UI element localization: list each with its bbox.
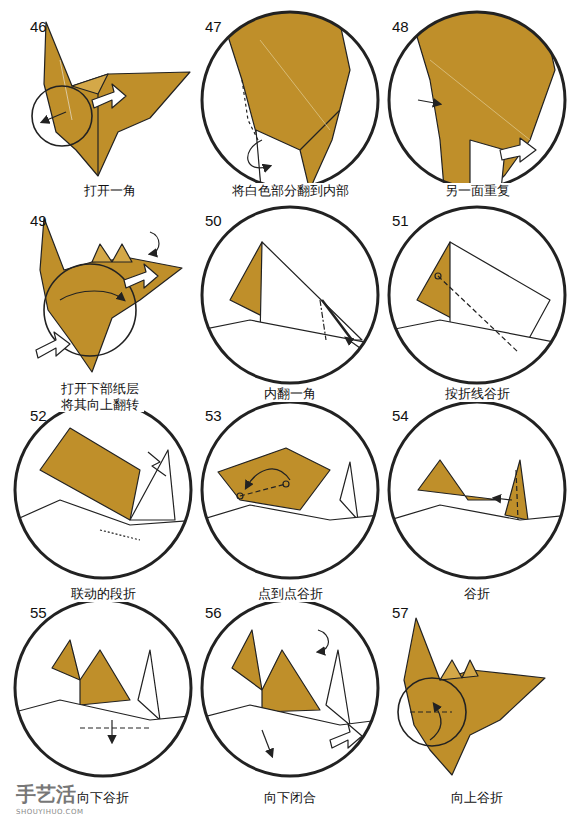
step-number: 47: [205, 18, 222, 36]
step-number: 53: [205, 407, 222, 425]
step-number: 52: [30, 407, 47, 425]
step-caption: 打开一角: [82, 183, 138, 199]
watermark: 手艺活: [16, 782, 76, 806]
step-caption: 向下谷折: [75, 790, 131, 806]
step-caption: 谷折: [462, 586, 492, 602]
step-number: 49: [30, 212, 47, 230]
step-46-figure: [32, 22, 190, 176]
step-caption: 内翻一角: [262, 386, 318, 402]
step-number: 50: [205, 212, 222, 230]
step-number: 51: [392, 212, 409, 230]
step-number: 54: [392, 407, 409, 425]
step-51-figure: [390, 242, 570, 400]
watermark: SHOUYIHUO.COM: [16, 808, 83, 816]
step-caption: 向下闭合: [262, 790, 318, 806]
step-47-figure: [220, 0, 350, 200]
step-caption: 联动的段折: [69, 586, 138, 602]
step-49-figure: [36, 218, 182, 372]
step-number: 48: [392, 18, 409, 36]
step-number: 57: [392, 604, 409, 622]
step-number: 46: [30, 18, 47, 36]
step-number: 56: [205, 604, 222, 622]
step-caption: 向上谷折: [449, 790, 505, 806]
step-52-figure: [15, 428, 200, 600]
step-caption: 点到点谷折: [256, 586, 325, 602]
step-caption: 打开下部纸层 将其向上翻转: [56, 381, 144, 412]
step-57-figure: [398, 618, 545, 775]
step-number: 55: [30, 604, 47, 622]
step-caption: 将白色部分翻到内部: [230, 183, 351, 199]
step-caption: 另一面重复: [443, 183, 512, 199]
step-50-figure: [200, 242, 380, 400]
step-48-figure: [410, 0, 555, 200]
step-caption: 按折线谷折: [443, 386, 512, 402]
